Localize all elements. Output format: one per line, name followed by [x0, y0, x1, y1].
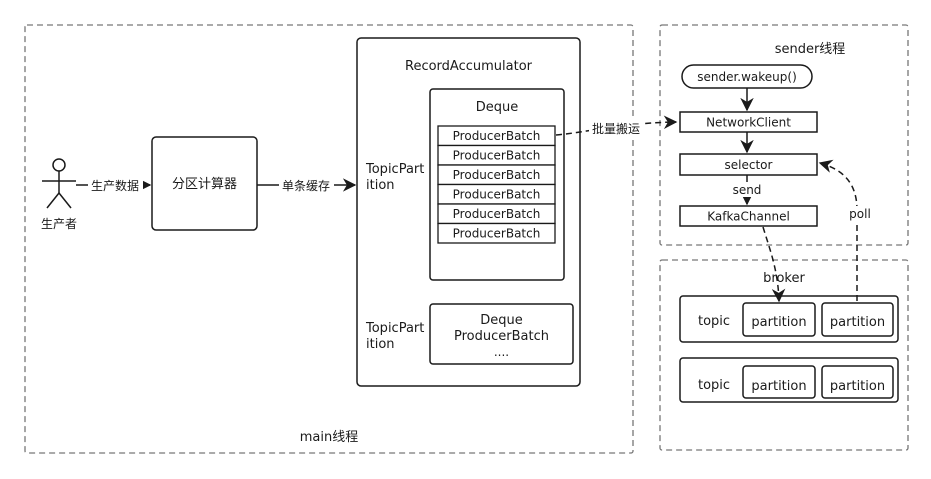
broker-row-2-topic-label: topic: [698, 378, 730, 393]
sender-thread-label: sender线程: [775, 42, 846, 57]
broker-row-2-partition-1-label: partition: [751, 379, 806, 394]
edge-poll-label-bg: [845, 206, 875, 221]
broker-label: broker: [763, 271, 805, 286]
deque-2-box: [429, 303, 574, 365]
producer-actor-label: 生产者: [41, 217, 77, 231]
network-client-label: NetworkClient: [706, 116, 791, 130]
partitioner-label: 分区计算器: [172, 177, 237, 192]
producer-batch-4-label: ProducerBatch: [453, 188, 541, 202]
deque-2-line2: ProducerBatch: [454, 329, 549, 344]
topic-partition-1-label-line2: ition: [366, 178, 395, 193]
selector-label: selector: [725, 158, 773, 172]
sender-wakeup-label: sender.wakeup(): [697, 70, 797, 84]
main-thread-label: main线程: [300, 430, 358, 445]
producer-batch-list: ProducerBatch ProducerBatch ProducerBatc…: [437, 125, 556, 244]
edge-single-cache-label: 单条缓存: [282, 179, 330, 193]
network-client-box: [679, 111, 818, 133]
partitioner-box: [151, 136, 258, 231]
edge-poll: [818, 159, 858, 301]
producer-batch-6-label: ProducerBatch: [453, 227, 541, 241]
edge-poll-label: poll: [849, 207, 871, 221]
selector-box: [679, 153, 818, 176]
kafka-channel-box: [679, 205, 818, 227]
producer-actor-icon: [42, 158, 76, 209]
broker-row-1-partition-2-label: partition: [830, 315, 885, 330]
producer-batch-3-label: ProducerBatch: [453, 168, 541, 182]
topic-partition-1-label-line1: TopicPart: [365, 162, 424, 177]
broker-region: [659, 259, 909, 451]
topic-partition-2-label-line1: TopicPart: [365, 321, 424, 336]
producer-batch-2-label: ProducerBatch: [453, 149, 541, 163]
record-accumulator-title: RecordAccumulator: [405, 59, 533, 74]
broker-row-1-partition-1-label: partition: [751, 315, 806, 330]
edge-produce-data-label-bg: [88, 177, 143, 193]
edge-single-cache-label-bg: [279, 177, 334, 193]
broker-row-2-partition-2: [821, 365, 894, 399]
producer-batch-5-label: ProducerBatch: [453, 207, 541, 221]
edge-batch-move-label: 批量搬运: [592, 121, 640, 136]
sender-thread-region: [659, 24, 909, 246]
deque-2-line3: ....: [494, 345, 509, 359]
deque-1-title: Deque: [476, 100, 519, 115]
broker-row-1-partition-2: [821, 302, 894, 337]
broker-row-2-partition-2-label: partition: [830, 379, 885, 394]
broker-row-1: topic partition partition: [679, 295, 899, 343]
main-thread-region: [24, 24, 634, 454]
producer-batch-6: [437, 222, 556, 244]
edge-channel-to-broker: [762, 226, 786, 303]
broker-row-1-partition-1: [742, 302, 816, 337]
broker-row-2: topic partition partition: [679, 357, 899, 403]
topic-partition-2-label-line2: ition: [366, 337, 395, 352]
deque-2-line1: Deque: [480, 313, 523, 328]
edge-batch-move-label-bg: [589, 120, 643, 136]
broker-row-1-topic-label: topic: [698, 314, 730, 329]
edge-send-label: send: [733, 183, 762, 197]
kafka-channel-label: KafkaChannel: [707, 210, 790, 224]
producer-batch-1-label: ProducerBatch: [453, 129, 541, 143]
edge-send-label-bg: [730, 182, 764, 197]
edge-produce-data-label: 生产数据: [91, 178, 139, 193]
broker-row-2-partition-1: [742, 365, 816, 399]
